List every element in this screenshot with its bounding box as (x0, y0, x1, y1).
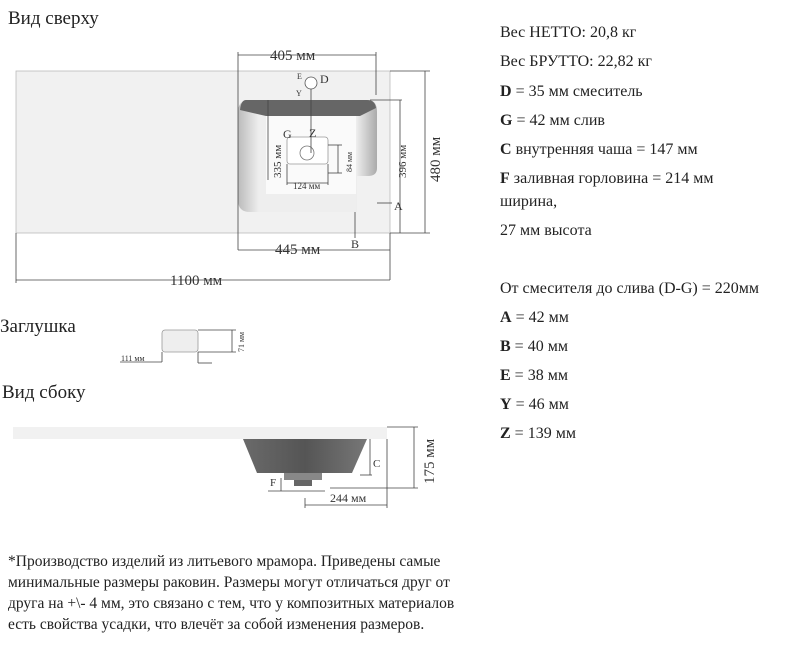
spec-G: G = 42 мм слив (500, 112, 605, 129)
plug-shape (161, 329, 199, 353)
dim-71: 71 мм (237, 332, 246, 352)
dim-84: 84 мм (345, 152, 354, 172)
faucet-hole (304, 76, 318, 90)
spec-F: F заливная горловина = 214 мм (500, 170, 714, 187)
dim-445: 445 мм (275, 242, 321, 258)
drain-hole (299, 145, 315, 161)
dim-244: 244 мм (330, 491, 367, 505)
label-F: F (270, 477, 276, 489)
spec-net-weight: Вес НЕТТО: 20,8 кг (500, 24, 637, 41)
dim-111: 111 мм (121, 354, 145, 363)
spec-Z: Z = 139 мм (500, 425, 576, 442)
spec-D-G: От смесителя до слива (D-G) = 220мм (500, 280, 759, 297)
countertop-side (13, 427, 387, 439)
basin-top-edge (240, 100, 376, 116)
label-E: E (297, 72, 302, 81)
dim-405: 405 мм (270, 48, 316, 64)
heading-side-view: Вид сбоку (2, 382, 86, 403)
basin-bowl-side (243, 439, 367, 473)
spec-Y: Y = 46 мм (500, 396, 569, 413)
drain-neck (284, 473, 322, 480)
dim-335: 335 мм (272, 145, 284, 178)
label-D: D (320, 72, 329, 86)
dim-480: 480 мм (428, 136, 444, 182)
spec-E: E = 38 мм (500, 367, 568, 384)
label-A: A (394, 199, 403, 213)
label-Z: Z (309, 126, 316, 140)
label-Y: Y (296, 89, 302, 98)
dim-396: 396 мм (397, 145, 409, 178)
label-C: C (373, 458, 380, 470)
spec-F-width: ширина, (500, 193, 558, 210)
heading-plug: Заглушка (0, 316, 76, 337)
dim-124: 124 мм (293, 181, 320, 191)
spec-F-height: 27 мм высота (500, 222, 592, 239)
spec-A: A = 42 мм (500, 309, 569, 326)
spec-C: C внутренняя чаша = 147 мм (500, 141, 698, 158)
footnote: *Производство изделий из литьевого мрамо… (8, 553, 455, 633)
spec-gross-weight: Вес БРУТТО: 22,82 кг (500, 53, 652, 70)
spec-B: B = 40 мм (500, 338, 568, 355)
spec-D: D = 35 мм смеситель (500, 83, 643, 100)
heading-top-view: Вид сверху (8, 8, 99, 29)
dim-1100: 1100 мм (170, 273, 223, 289)
dim-175: 175 мм (422, 438, 438, 484)
label-B: B (351, 237, 359, 251)
label-G: G (283, 127, 292, 141)
